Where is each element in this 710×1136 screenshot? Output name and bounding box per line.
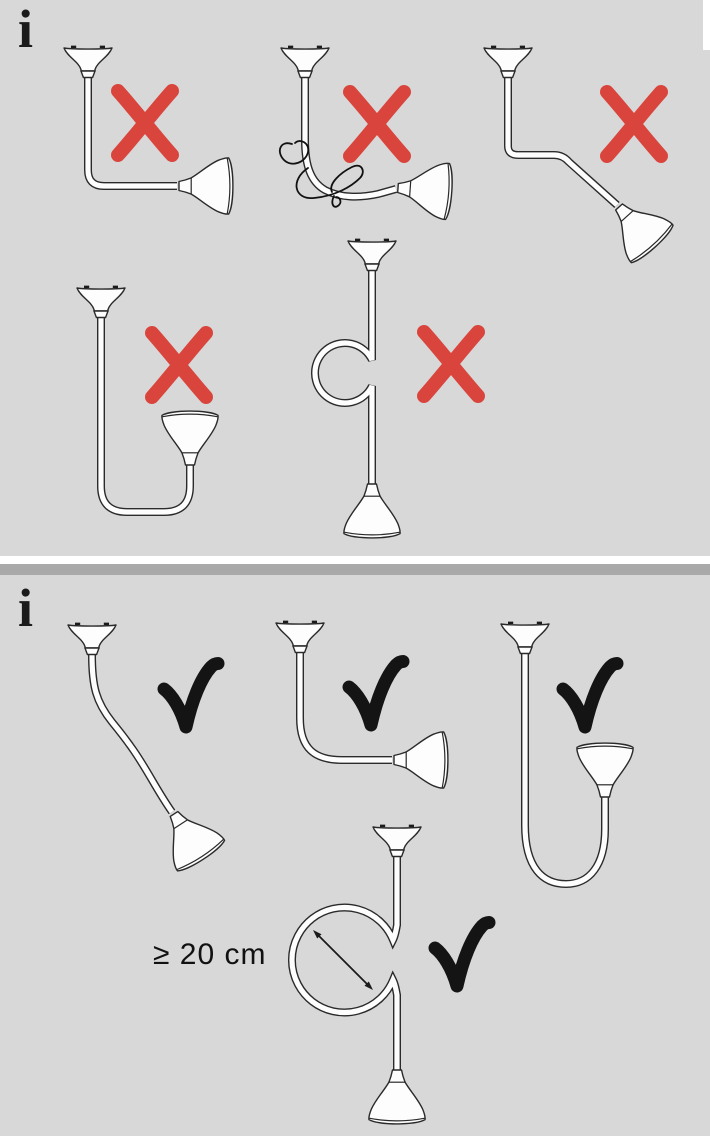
figure-tight-u-turn-shade-up	[60, 285, 255, 525]
info-icon: i	[18, 0, 34, 59]
twist-scribble-icon	[295, 164, 364, 199]
canopy-icon	[371, 824, 423, 858]
check-icon	[164, 664, 218, 728]
cross-icon	[607, 92, 661, 156]
cross-icon	[350, 92, 404, 156]
figure-wide-radius-bend	[270, 620, 460, 794]
panel-correct: i	[0, 575, 710, 1136]
canopy-icon	[62, 45, 114, 79]
canopy-icon	[279, 45, 331, 79]
panel-divider-bar	[0, 564, 710, 575]
shade-icon	[393, 731, 449, 789]
canopy-icon	[66, 622, 118, 656]
figure-sharp-right-angle-bend	[55, 45, 235, 218]
figure-gentle-s-curve	[60, 622, 240, 880]
twist-scribble-icon	[278, 140, 310, 165]
figure-wide-u-turn-shade-up	[495, 621, 700, 894]
cross-icon	[118, 91, 172, 155]
check-icon	[435, 923, 489, 987]
check-icon	[349, 662, 403, 726]
figure-sharp-zigzag-kink	[482, 45, 687, 267]
loop-diameter-label: ≥ 20 cm	[153, 938, 267, 971]
figure-tangled-twisted-stem	[278, 45, 470, 228]
shade-icon	[149, 797, 228, 876]
cross-icon	[152, 333, 206, 397]
figure-large-loop	[285, 824, 497, 1127]
twist-scribble-icon	[331, 195, 342, 208]
canopy-icon	[274, 620, 326, 654]
shade-icon	[343, 483, 401, 539]
figure-too-small-loop	[305, 238, 495, 550]
shade-icon	[576, 742, 634, 798]
shade-icon	[368, 1069, 426, 1125]
cross-icon	[424, 332, 478, 396]
canopy-icon	[482, 45, 534, 79]
diameter-arrow-icon	[313, 930, 373, 990]
canopy-icon	[75, 285, 127, 319]
shade-icon	[161, 410, 219, 466]
panel-incorrect: i	[0, 0, 710, 556]
page-edge-artifact	[703, 0, 710, 50]
info-icon: i	[18, 578, 34, 638]
canopy-icon	[346, 238, 398, 272]
shade-icon	[178, 157, 234, 215]
check-icon	[563, 664, 617, 728]
shade-icon	[395, 159, 455, 221]
panel-divider-gap	[0, 556, 710, 564]
canopy-icon	[499, 621, 551, 655]
